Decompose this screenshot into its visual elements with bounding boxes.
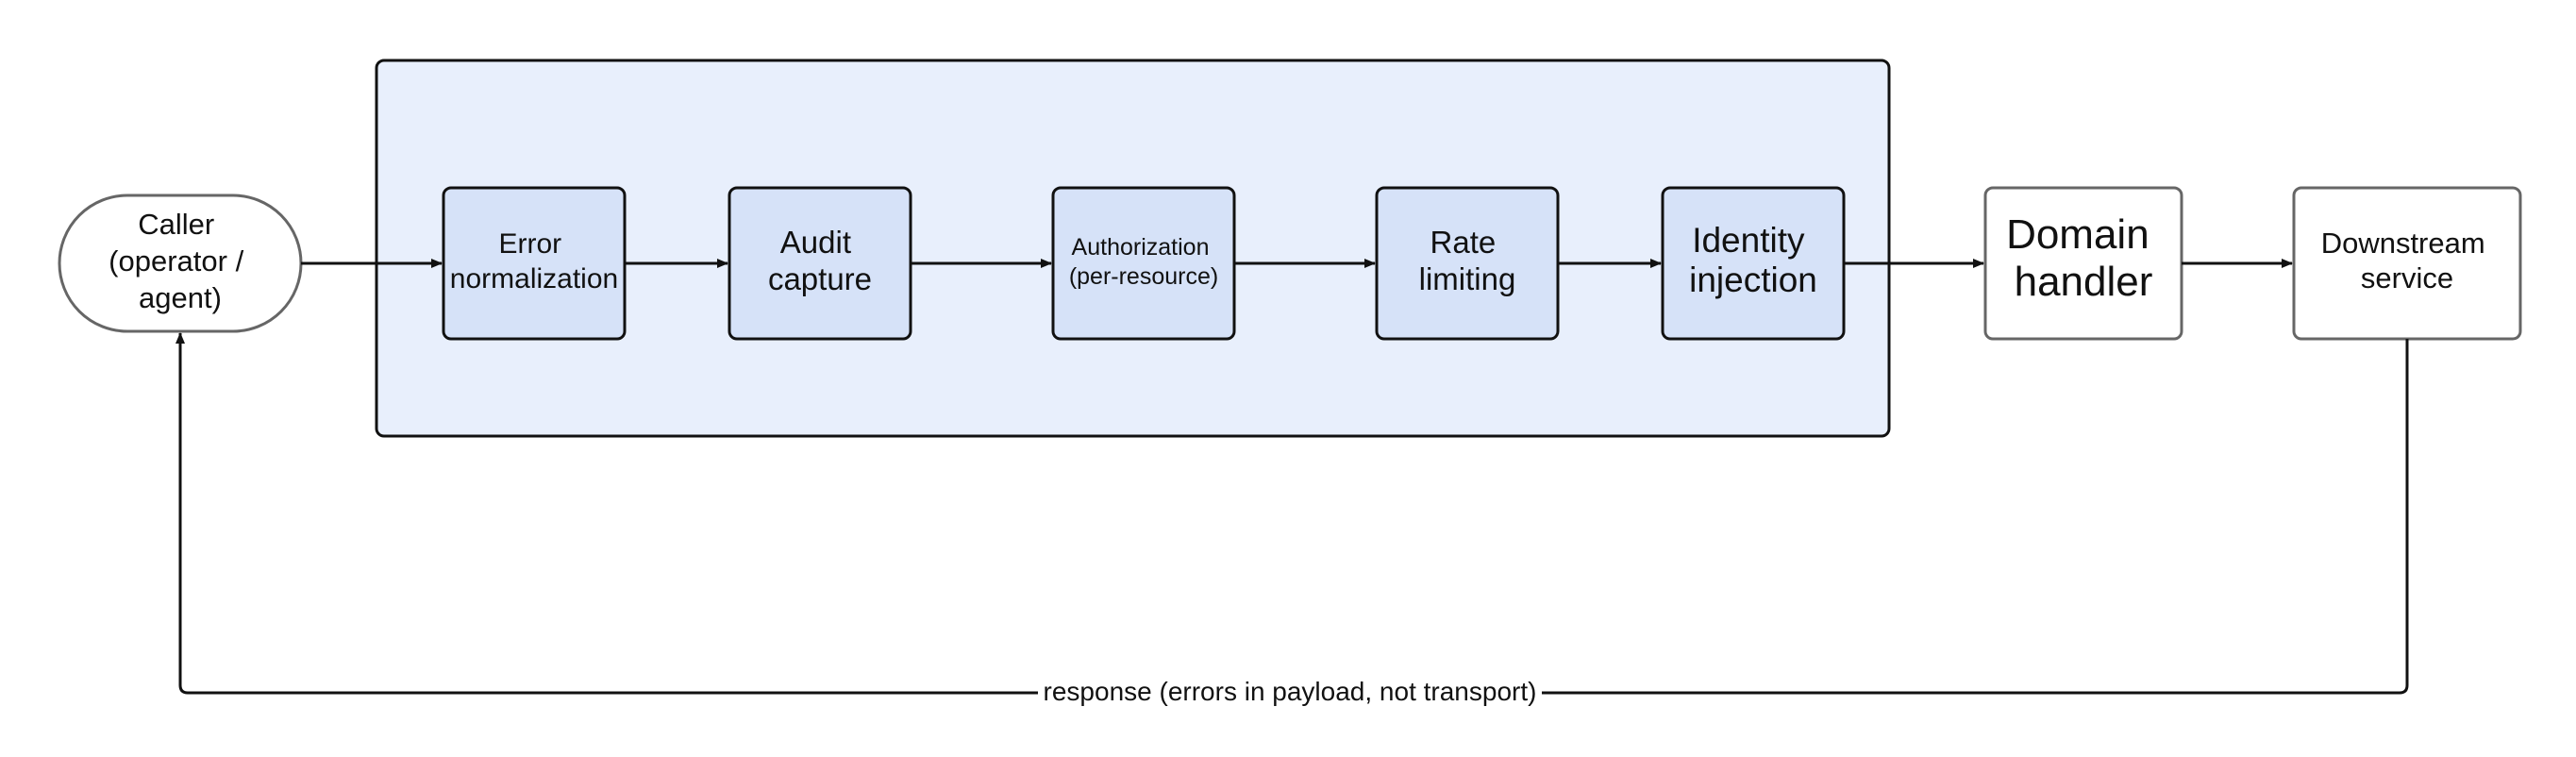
error-normalization-label-line-2: normalization (450, 263, 618, 294)
response-label-background (1038, 674, 1542, 710)
downstream-service-node: Downstream service (2292, 186, 2522, 341)
caller-label-line-2: (operator / (109, 244, 243, 278)
domain-handler-label-line-2: handler (2015, 259, 2153, 305)
caller-label-line-1: Caller (138, 208, 214, 241)
svg-text:Domain handler: Domain handler (2006, 211, 2161, 305)
downstream-service-label-line-1: Downstream (2321, 227, 2485, 260)
authorization-node: Authorization (per-resource) (1051, 186, 1236, 341)
svg-text:Audit capture: Audit capture (768, 225, 872, 296)
audit-capture-label-line-2: capture (768, 261, 872, 296)
identity-injection-label-line-1: Identity (1692, 221, 1805, 260)
domain-handler-node: Domain handler (1983, 186, 2183, 341)
svg-text:Downstream service: Downstream service (2321, 227, 2494, 294)
response-edge-label: response (errors in payload, not transpo… (1044, 677, 1537, 706)
domain-handler-label-line-1: Domain (2006, 211, 2149, 258)
svg-text:Identity injection: Identity injection (1689, 221, 1817, 299)
audit-capture-node: Audit capture (728, 186, 912, 341)
caller-label-line-3: agent) (139, 281, 222, 314)
error-normalization-label-line-1: Error (498, 228, 561, 260)
svg-text:Authorization (per-resou: Authorization (per-resource) (1069, 234, 1218, 290)
audit-capture-label-line-1: Audit (780, 225, 851, 260)
rate-limiting-label-line-2: limiting (1419, 261, 1516, 296)
rate-limiting-node: Rate limiting (1375, 186, 1560, 341)
downstream-service-label-line-2: service (2361, 261, 2453, 294)
authorization-label-line-1: Authorization (1072, 234, 1210, 261)
svg-text:Rate limiting: Rate limiting (1419, 225, 1516, 296)
svg-text:Error normalization: Error normalization (450, 228, 618, 294)
authorization-label-line-2: (per-resource) (1069, 263, 1218, 290)
rate-limiting-label-line-1: Rate (1430, 225, 1497, 260)
caller-node: Caller (operator / agent) (58, 193, 303, 333)
error-normalization-node: Error normalization (442, 186, 627, 341)
identity-injection-node: Identity injection (1661, 186, 1846, 341)
svg-text:Caller (operator /: Caller (operator / agent) (109, 208, 252, 314)
identity-injection-label-line-2: injection (1689, 261, 1817, 299)
